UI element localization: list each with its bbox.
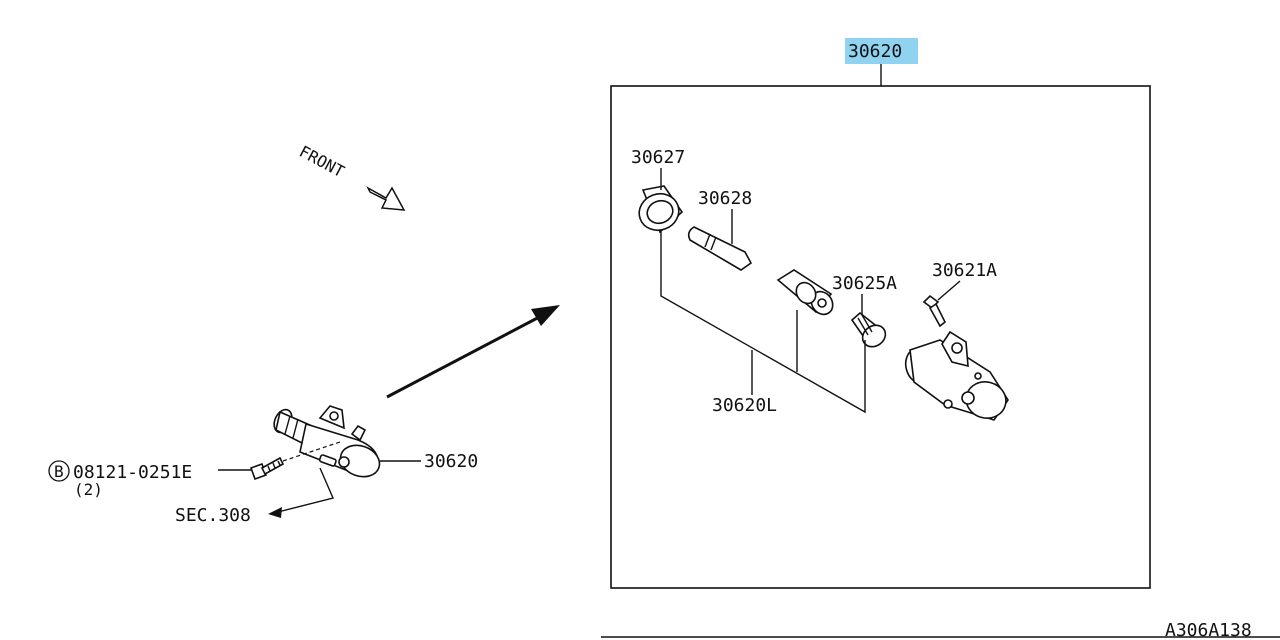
callout-30620-top-label[interactable]: 30620 — [848, 41, 902, 62]
bolt-prefix-circle-icon — [48, 460, 70, 482]
front-label: FRONT — [296, 142, 348, 182]
sec-arrowhead-icon — [268, 507, 282, 518]
sec-308-link[interactable]: SEC.308 — [175, 505, 251, 526]
alignment-dashes — [282, 441, 341, 462]
callout-30628[interactable]: 30628 — [698, 188, 752, 209]
callout-30621A[interactable]: 30621A — [932, 260, 997, 281]
callout-30625A[interactable]: 30625A — [832, 273, 897, 294]
leader-line-sec — [277, 467, 334, 513]
direction-arrow — [386, 305, 560, 399]
port-icon — [338, 456, 350, 468]
ear-hole-icon — [329, 411, 339, 421]
callout-30627[interactable]: 30627 — [631, 147, 685, 168]
leader-line-30621A — [937, 280, 961, 301]
part-30627-boot[interactable] — [634, 185, 684, 236]
callout-highlight — [845, 38, 918, 64]
bolt-part-number[interactable]: 08121-0251E — [73, 462, 192, 483]
bolt-callout[interactable]: B 08121-0251E (2) — [48, 460, 192, 499]
exploded-view-frame — [610, 85, 1151, 589]
bolt-part[interactable] — [249, 456, 285, 481]
callout-30620-box-top[interactable]: 30620 — [845, 38, 918, 64]
part-30628-pushrod[interactable] — [687, 226, 753, 271]
slave-cylinder-assembly-left[interactable] — [271, 405, 384, 482]
pushrod-icon — [318, 454, 337, 467]
bolt-quantity: (2) — [74, 480, 103, 499]
bleeder-screw-icon — [350, 424, 367, 442]
part-30625A-cup[interactable] — [850, 311, 890, 351]
callout-30620-left[interactable]: 30620 — [424, 451, 478, 472]
part-30621A-bleeder[interactable] — [922, 294, 947, 328]
callout-30620L[interactable]: 30620L — [712, 395, 777, 416]
part-piston[interactable] — [776, 269, 837, 319]
part-cylinder-body[interactable] — [902, 330, 1010, 423]
leader-bracket-30620L — [660, 232, 866, 414]
front-indicator: FRONT — [296, 142, 406, 211]
diagram-code: A306A138 — [1165, 620, 1252, 640]
cylinder-face-icon — [339, 444, 381, 478]
bolt-prefix-label: B — [54, 462, 64, 481]
front-arrow-icon — [366, 186, 406, 211]
